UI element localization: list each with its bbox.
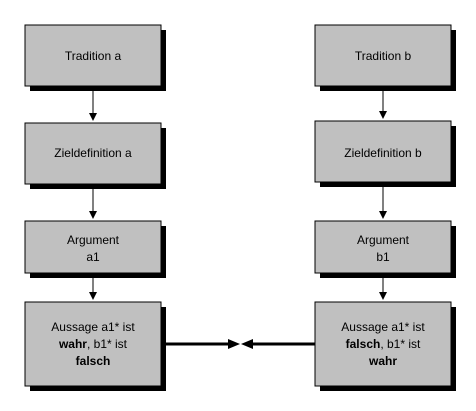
label-b1: b1 [376,250,390,264]
box-tradition-b: Tradition b [314,24,456,91]
label-argument-a: Argument [67,233,120,247]
box-zieldefinition-b: Zieldefinition b [314,120,456,187]
label-tradition-b: Tradition b [355,49,412,63]
conflict-arrowhead-right [228,339,240,349]
label-zieldefinition-b: Zieldefinition b [344,146,422,160]
box-aussage-b: Aussage a1* ist falsch, b1* ist wahr [314,301,456,391]
aussage-a-line2: wahr, b1* ist [58,337,128,351]
aussage-a-wahr: wahr [58,337,87,351]
label-argument-b: Argument [357,233,410,247]
aussage-b-falsch: falsch [346,337,381,351]
aussage-b-wahr: wahr [368,354,397,368]
aussage-a-falsch: falsch [76,354,111,368]
label-a1: a1 [86,250,100,264]
conflict-arrowhead-left [241,339,253,349]
aussage-b-line2-rest: , b1* ist [380,337,421,351]
aussage-a-line2-rest: , b1* ist [87,337,128,351]
box-tradition-a: Tradition a [24,24,166,91]
aussage-b-line2: falsch, b1* ist [346,337,421,351]
label-zieldefinition-a: Zieldefinition a [54,146,132,160]
label-tradition-a: Tradition a [65,49,122,63]
box-zieldefinition-a: Zieldefinition a [24,122,166,189]
box-argument-a1: Argument a1 [24,220,166,278]
aussage-a-line1: Aussage a1* ist [51,320,135,334]
aussage-b-line1: Aussage a1* ist [341,320,425,334]
box-aussage-a: Aussage a1* ist wahr, b1* ist falsch [24,301,166,391]
box-argument-b1: Argument b1 [314,220,456,278]
